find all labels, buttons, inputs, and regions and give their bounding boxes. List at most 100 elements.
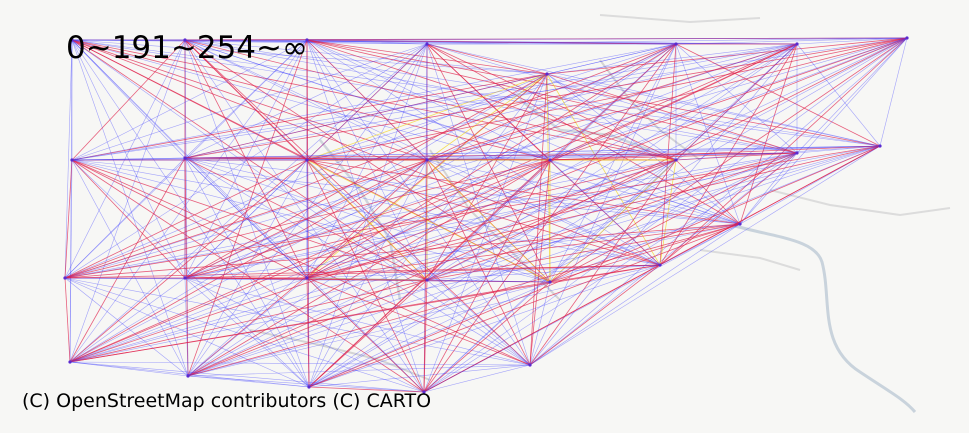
edge-low xyxy=(308,159,677,388)
edge-low xyxy=(184,39,548,75)
edge-low xyxy=(64,39,73,279)
edge-low xyxy=(184,145,881,159)
graph-node[interactable] xyxy=(795,151,799,155)
graph-node[interactable] xyxy=(674,42,678,46)
edge-mid xyxy=(187,279,428,377)
edge-low xyxy=(187,364,531,377)
graph-node[interactable] xyxy=(738,222,742,226)
edge-mid xyxy=(306,277,531,366)
graph-node[interactable] xyxy=(63,276,67,280)
edge-low xyxy=(69,361,310,388)
edge-low xyxy=(64,277,189,377)
edge-low xyxy=(184,39,308,159)
edge-mid xyxy=(184,159,551,279)
graph-node[interactable] xyxy=(183,38,187,42)
edge-low xyxy=(675,37,908,161)
graph-node[interactable] xyxy=(425,278,429,282)
graph-node[interactable] xyxy=(183,156,187,160)
edge-low xyxy=(426,159,551,281)
edge-mid xyxy=(549,37,908,161)
edge-high xyxy=(426,73,548,161)
edge-low xyxy=(64,43,428,279)
edge-mid xyxy=(69,159,428,363)
edge-low xyxy=(426,145,881,281)
graph-node[interactable] xyxy=(183,276,187,280)
edge-mid xyxy=(306,39,310,388)
edge-mid xyxy=(71,39,677,161)
graph-node[interactable] xyxy=(422,390,426,394)
edge-low xyxy=(426,43,798,281)
edge-low xyxy=(546,73,677,161)
graph-node[interactable] xyxy=(70,158,74,162)
edge-low xyxy=(423,73,548,393)
edge-low xyxy=(529,223,741,366)
edge-low xyxy=(71,39,798,154)
edge-high xyxy=(546,73,661,266)
edge-low xyxy=(308,152,798,388)
edge-low xyxy=(308,159,428,388)
edge-low xyxy=(64,157,186,279)
edge-low xyxy=(675,43,741,225)
edge-low xyxy=(71,159,661,266)
graph-node[interactable] xyxy=(425,158,429,162)
edge-mid xyxy=(184,157,189,377)
graph-node[interactable] xyxy=(528,363,532,367)
edge-low xyxy=(64,277,425,393)
graph-node[interactable] xyxy=(674,158,678,162)
edge-low xyxy=(306,152,798,161)
edge-mid xyxy=(426,43,798,161)
graph-node[interactable] xyxy=(545,72,549,76)
edge-low xyxy=(184,39,798,154)
edge-mid xyxy=(549,145,881,161)
edge-mid xyxy=(69,157,186,363)
edge-low xyxy=(184,145,881,279)
graph-node[interactable] xyxy=(658,263,662,267)
edge-low xyxy=(69,361,531,366)
edge-mid xyxy=(187,73,548,377)
edge-mid xyxy=(308,223,741,388)
edge-low xyxy=(71,43,677,161)
graph-node[interactable] xyxy=(305,158,309,162)
edge-low xyxy=(184,277,425,393)
edge-low xyxy=(69,43,428,363)
graph-node[interactable] xyxy=(70,38,74,42)
edge-mid xyxy=(549,223,741,283)
edge-low xyxy=(71,39,881,147)
edge-mid xyxy=(306,277,310,388)
edge-low xyxy=(71,39,186,159)
edge-low xyxy=(184,43,677,279)
edge-low xyxy=(184,157,310,388)
graph-node[interactable] xyxy=(878,144,882,148)
edge-low xyxy=(184,39,741,225)
edge-low xyxy=(71,39,741,225)
graph-node[interactable] xyxy=(425,42,429,46)
edge-mid xyxy=(187,159,551,377)
graph-node[interactable] xyxy=(68,360,72,364)
graph-node[interactable] xyxy=(548,158,552,162)
graph-node[interactable] xyxy=(305,38,309,42)
edge-low xyxy=(306,159,531,366)
edge-low xyxy=(64,43,798,279)
graph-node[interactable] xyxy=(305,276,309,280)
graph-node[interactable] xyxy=(186,374,190,378)
graph-node[interactable] xyxy=(548,280,552,284)
edge-low xyxy=(426,43,798,154)
edge-low xyxy=(306,145,881,161)
edge-low xyxy=(426,152,798,161)
graph-node[interactable] xyxy=(905,36,909,40)
edge-mid xyxy=(675,152,798,161)
edge-low xyxy=(71,39,186,279)
edge-mid xyxy=(308,279,428,388)
edge-mid xyxy=(306,39,677,161)
graph-node[interactable] xyxy=(307,385,311,389)
graph-node[interactable] xyxy=(795,42,799,46)
edge-low xyxy=(184,157,661,266)
edge-mid xyxy=(306,159,425,393)
edge-low xyxy=(69,39,308,363)
edge-low xyxy=(64,37,908,279)
edge-low xyxy=(71,39,189,377)
edge-low xyxy=(308,43,428,388)
edge-low xyxy=(184,277,531,366)
edge-mid xyxy=(529,73,548,366)
